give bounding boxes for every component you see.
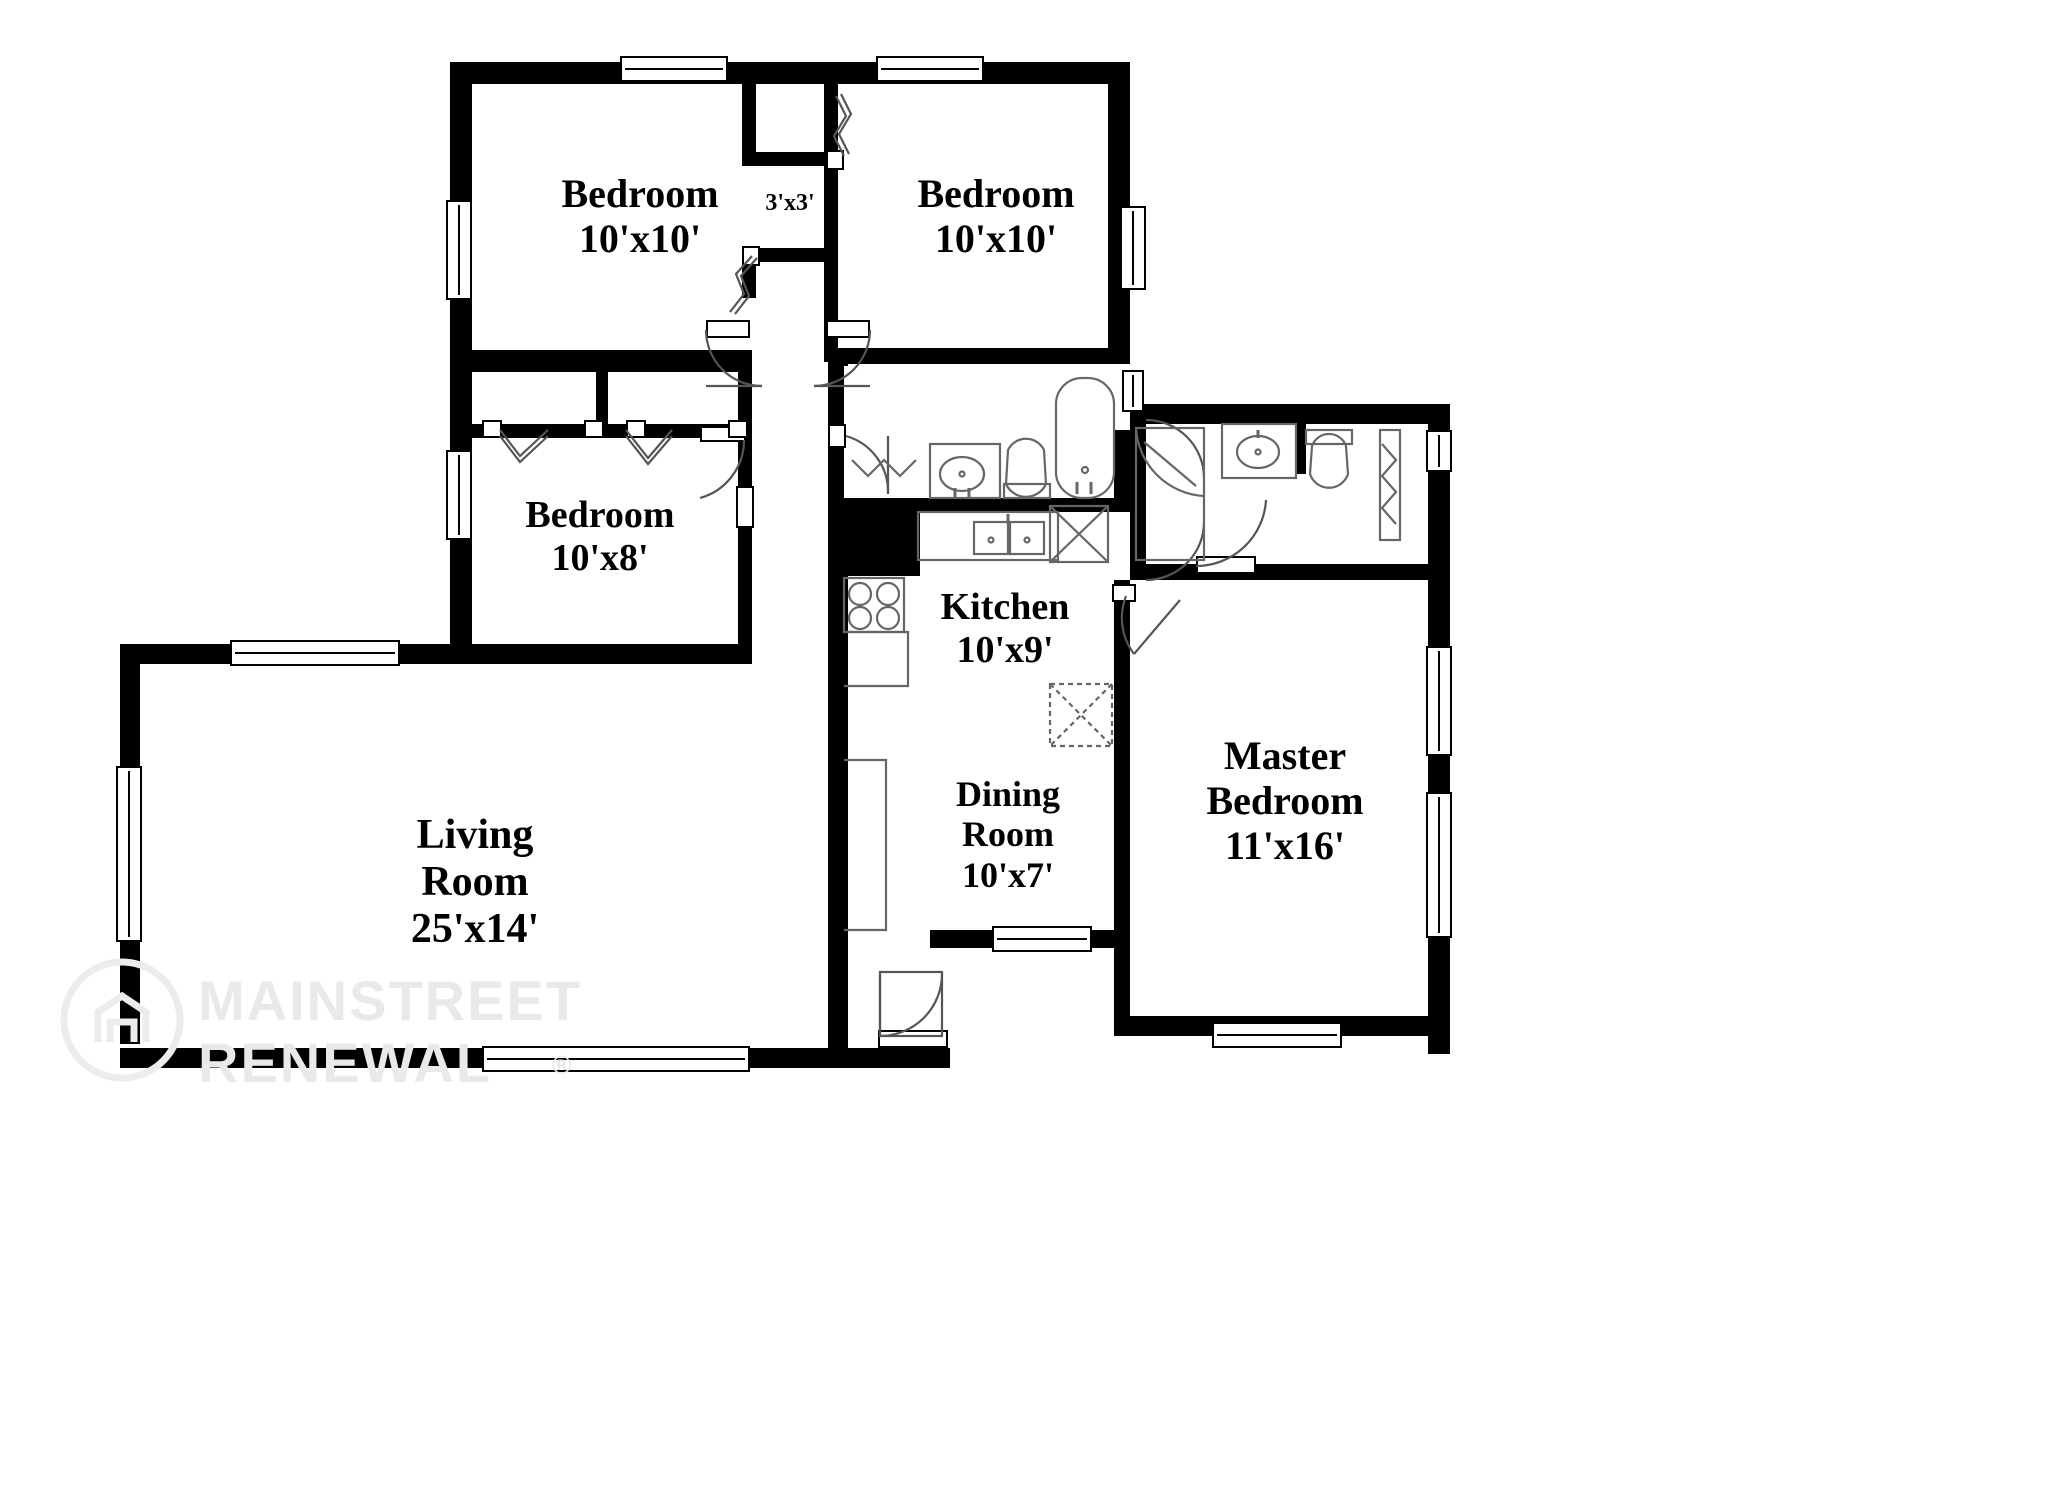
door-swing-entry [879,973,944,1038]
room-label-dining: Dining Room 10'x7' [955,774,1061,895]
room-label-closet-3x3: 3'x3' [765,190,815,216]
wall-living-right [828,574,848,1068]
door-jamb-3x3-top [826,150,844,170]
room-label-bedroom-ne: Bedroom 10'x10' [917,171,1075,261]
window-master-south [1212,1022,1342,1048]
kitchen-sink-drain-r [1023,536,1031,544]
room-label-kitchen: Kitchen 10'x9' [940,586,1070,671]
closet-leaf-1b [499,435,549,464]
kitchen-sink-basin-left [972,520,1010,556]
wall-utility-block [836,512,920,576]
toilet-hall [1004,437,1048,498]
sink-hall-drain [958,470,966,478]
sink-hall [938,455,986,493]
door-jamb-bedroom-nw [706,320,750,338]
shower-corner [1134,427,1205,498]
master-closet [1378,428,1402,542]
toilet-hall-tank [1002,482,1052,500]
shower-drain-line [1143,441,1197,487]
wall-closet-bottom [742,248,838,262]
wall-bottom-nw [450,350,750,372]
kitchen-counter-upper [916,510,1060,562]
window-master-bath-east [1426,430,1452,472]
kitchen-counter-run-2 [844,758,888,932]
door-swing-hall-bath [845,434,890,495]
toilet-master [1308,432,1350,489]
window-master-east-lower [1426,792,1452,938]
room-label-bedroom-nw: Bedroom 10'x10' [561,171,719,261]
closet-leaf-2b [625,435,673,466]
door-jamb-entry [878,1030,948,1048]
wall-closet-top [742,152,838,166]
door-jamb-closet-b [584,420,604,438]
window-bedroom-nw-west [446,200,472,300]
wall-top-nw [450,62,1130,84]
master-closet-zigzag [1380,443,1398,525]
watermark-line1: MAINSTREET [198,969,582,1032]
window-living-south [482,1046,750,1072]
bathtub [1054,376,1116,500]
window-living-west [116,766,142,942]
door-jamb-master [1196,556,1256,574]
dishwasher-x [1049,505,1109,563]
wall-kitchen-top [836,498,1134,512]
sink-hall-faucet [953,488,971,498]
window-bedroom-ne-north [876,56,984,82]
window-living-north [230,640,400,666]
wall-closet-divider [596,364,608,434]
kitchen-sink-drain-l [987,536,995,544]
door-swing-kitchen-b [1133,599,1181,655]
vanity-hall [928,442,1002,500]
dishwasher [1048,504,1110,564]
wall-master-bath-bottom [1130,564,1448,580]
door-jamb-closet-c [626,420,646,438]
refrigerator-x [1049,683,1113,747]
door-swing-master-bath-a [1145,418,1206,479]
entry-door-panel [878,970,944,1038]
wall-ne-bottom [836,348,1130,364]
door-jamb-closet-d [728,420,748,438]
watermark-line2: RENEWAL [198,1031,492,1094]
sink-master [1235,434,1281,470]
burner-3 [847,605,873,631]
room-label-living: Living Room 25'x14' [410,812,540,953]
refrigerator [1048,682,1114,748]
window-bedroom-ne-east [1120,206,1146,290]
bathtub-drain [1080,465,1090,475]
toilet-master-tank [1304,428,1354,446]
wall-kitchen-right [1114,430,1130,512]
watermark-logo [60,958,184,1082]
door-jamb-closet-a [482,420,502,438]
kitchen-sink-basin-right [1008,520,1046,556]
wall-hall-bath-top [836,348,848,366]
bathtub-faucet [1075,482,1093,494]
sink-master-drain [1254,448,1262,456]
window-master-east-upper [1426,646,1452,756]
door-jamb-bath [828,424,846,448]
window-dining-south [992,926,1092,952]
wall-master-top [1130,404,1450,424]
room-label-master-bedroom: Master Bedroom 11'x16' [1206,733,1364,868]
wall-bedroom-w-bottom [396,644,752,664]
door-leaf-3x3-top2 [837,93,853,155]
wall-master-left-upper [1130,404,1146,572]
wall-master-left-lower [1114,580,1130,1030]
wall-master-bath-divider [1296,424,1306,474]
linen-closet-zigzag [851,458,917,478]
window-ne-east-small [1122,370,1144,412]
wall-closet-left [742,62,756,162]
master-vanity [1220,422,1298,480]
shower-enclosure [1134,426,1206,562]
watermark-registered: ® [552,1050,574,1080]
window-bedroom-w-west [446,450,472,540]
room-label-bedroom-w: Bedroom 10'x8' [525,494,675,579]
door-jamb-bedroom-ne [826,320,870,338]
window-bedroom-nw-north [620,56,728,82]
burner-1 [847,581,873,607]
